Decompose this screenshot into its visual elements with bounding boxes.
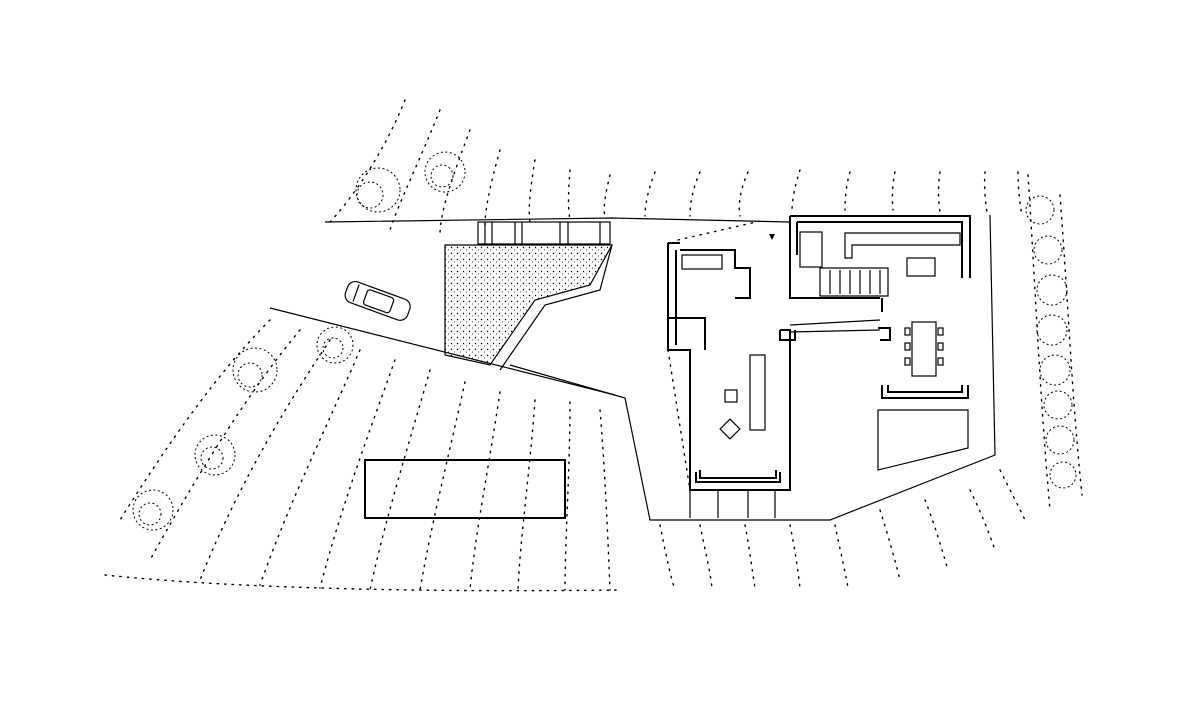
- tree-icon: [355, 167, 401, 213]
- kitchen-counter: [844, 232, 961, 259]
- tree-icon: [194, 434, 236, 476]
- kitchen-island: [906, 257, 936, 277]
- car-icon: [344, 280, 411, 321]
- dining-table: [904, 321, 944, 377]
- swimming-pool: [364, 459, 566, 519]
- side-table: [719, 418, 741, 440]
- contour-lines-east: [1027, 174, 1083, 511]
- ramp-wall: [499, 244, 613, 371]
- tree-icon: [1045, 425, 1075, 455]
- tree-icon: [1033, 235, 1063, 265]
- tree-icon: [424, 151, 466, 193]
- armchair: [724, 389, 738, 403]
- site-boundary: [269, 214, 996, 521]
- tree-icon: [232, 347, 278, 393]
- entry-steps: [477, 221, 611, 245]
- terrace: [877, 409, 969, 471]
- staircase: [819, 267, 889, 297]
- tree-icon: [1025, 195, 1055, 225]
- tree-icon: [316, 326, 354, 364]
- tree-icon: [1036, 314, 1068, 346]
- entry-marker-icon: [769, 234, 775, 240]
- tree-icon: [1039, 354, 1071, 386]
- tree-icon: [132, 489, 174, 531]
- tree-icon: [1043, 390, 1073, 420]
- living-furniture: [719, 354, 766, 440]
- east-wing-walls: [790, 215, 971, 278]
- gravel-forecourt: [444, 244, 614, 366]
- sofa: [749, 354, 766, 431]
- tree-icon: [1049, 461, 1077, 489]
- contour-lines-south: [104, 319, 1026, 592]
- west-wing-walls: [667, 243, 791, 491]
- tree-icon: [1036, 274, 1068, 306]
- house-floor-plan: [667, 215, 971, 518]
- trees: [132, 151, 1077, 531]
- contour-lines-north: [329, 99, 1023, 236]
